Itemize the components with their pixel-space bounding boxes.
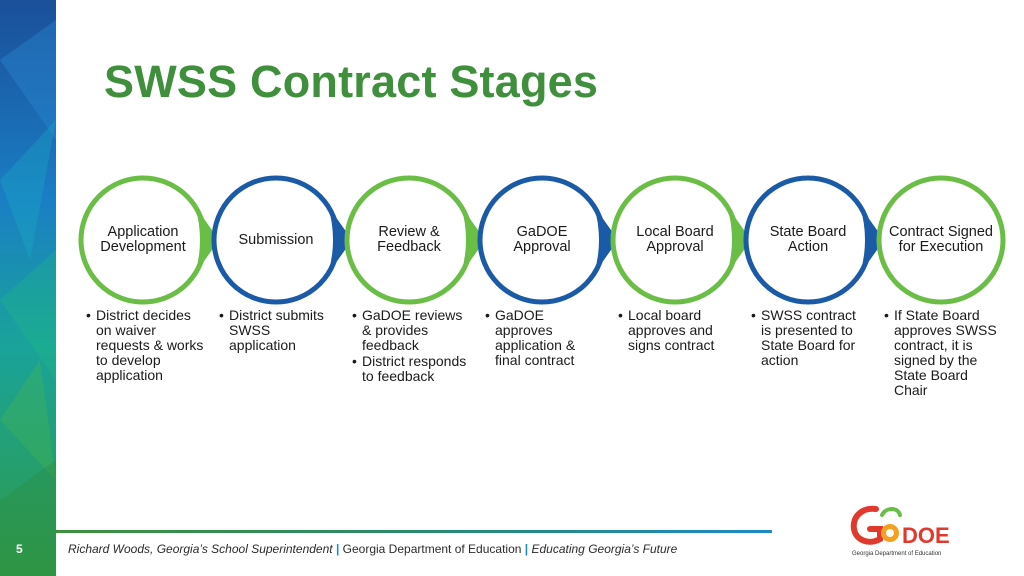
stage-3-bullet: District responds to feedback [352, 354, 470, 384]
stage-5-description: Local board approves and signs contract [618, 308, 736, 354]
svg-text:DOE: DOE [902, 523, 950, 548]
footer-tagline: Educating Georgia’s Future [531, 542, 678, 556]
sidebar-decoration [0, 0, 56, 576]
stage-2-description: District submits SWSS application [219, 308, 337, 354]
stage-2-bullet: District submits SWSS application [219, 308, 337, 353]
footer-separator-2: | [524, 542, 529, 556]
stage-5-arrow [727, 206, 751, 274]
footer-text: Richard Woods, Georgia’s School Superint… [68, 542, 677, 556]
logo-subtitle: Georgia Department of Education [852, 551, 941, 557]
stage-4-description: GaDOE approves application & final contr… [485, 308, 603, 369]
stage-1-arrow [195, 206, 219, 274]
stage-4-arrow [594, 206, 618, 274]
stage-7-bullet: If State Board approves SWSS contract, i… [884, 308, 1002, 398]
stage-2-arrow [328, 206, 352, 274]
stage-3-bullet: GaDOE reviews & provides feedback [352, 308, 470, 353]
stage-1-shape [78, 175, 219, 305]
stage-6-shape [743, 175, 884, 305]
stage-6-label: State Board Action [769, 224, 847, 255]
stage-5-label: Local Board Approval [636, 224, 714, 255]
stage-7-description: If State Board approves SWSS contract, i… [884, 308, 1002, 399]
stage-1-bullet: District decides on waiver requests & wo… [86, 308, 204, 383]
stage-5-shape [610, 175, 751, 305]
stage-7-shape [876, 175, 1006, 305]
footer-department: Georgia Department of Education [342, 542, 522, 556]
stage-4-shape [477, 175, 618, 305]
stage-1-description: District decides on waiver requests & wo… [86, 308, 204, 384]
stage-7-label: Contract Signed for Execution [889, 224, 993, 255]
footer-separator: | [335, 542, 340, 556]
stage-6-arrow [860, 206, 884, 274]
stage-6-description: SWSS contract is presented to State Boar… [751, 308, 869, 369]
stage-2-shape [211, 175, 352, 305]
page-title: SWSS Contract Stages [104, 56, 599, 107]
stage-2-label: Submission [238, 231, 314, 248]
stage-5-bullet: Local board approves and signs contract [618, 308, 736, 353]
page-number: 5 [16, 542, 23, 556]
stage-4-label: GaDOE Approval [513, 224, 571, 255]
footer-divider [56, 530, 772, 533]
stage-3-label: Review & Feedback [377, 224, 441, 255]
stage-1-label: Application Development [100, 224, 186, 255]
footer-superintendent: Richard Woods, Georgia’s School Superint… [68, 542, 333, 556]
gadoe-logo: DOE Georgia Department of Education [850, 505, 950, 557]
stage-6-bullet: SWSS contract is presented to State Boar… [751, 308, 869, 368]
stage-3-description: GaDOE reviews & provides feedbackDistric… [352, 308, 470, 385]
stage-3-shape [344, 175, 485, 305]
stage-3-arrow [461, 206, 485, 274]
stage-4-bullet: GaDOE approves application & final contr… [485, 308, 603, 368]
